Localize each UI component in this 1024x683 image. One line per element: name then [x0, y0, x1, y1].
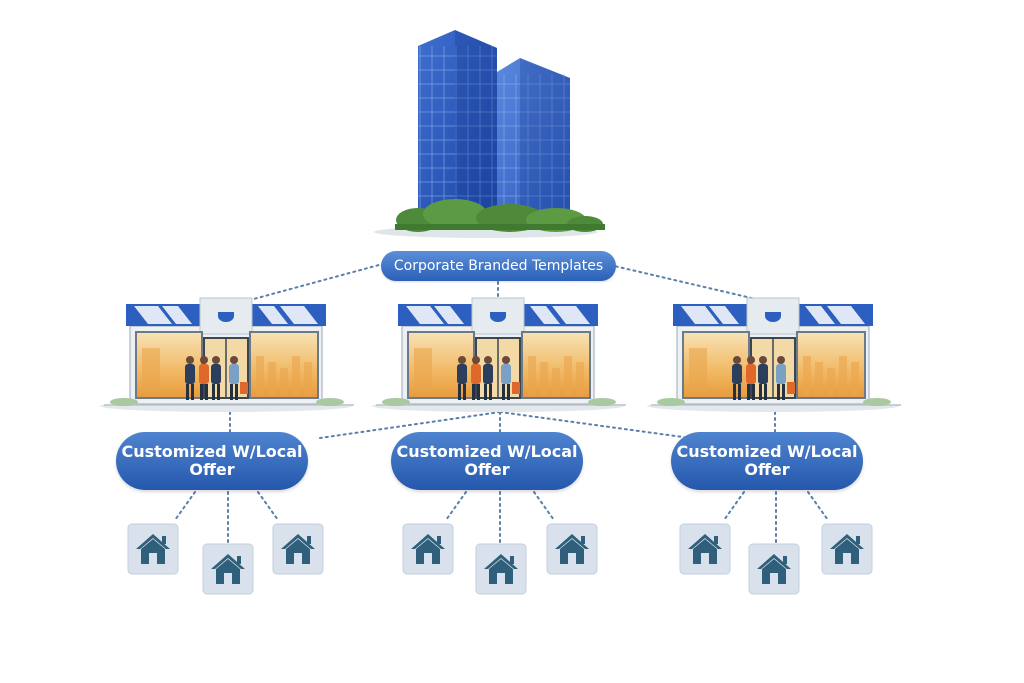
customer-figure: [472, 356, 480, 364]
customer-figure: [186, 356, 194, 364]
headquarters-icon: [374, 30, 605, 238]
customer-figure: [212, 356, 220, 364]
house-icon: [402, 523, 454, 575]
customer-figure: [458, 356, 466, 364]
customer-figure: [747, 356, 755, 364]
house-icon: [748, 543, 800, 595]
local-offer-pill-3: Customized W/Local Offer: [671, 432, 863, 490]
house-icon: [475, 543, 527, 595]
customer-figure: [484, 356, 492, 364]
customer-figure: [733, 356, 741, 364]
corporate-templates-pill: Corporate Branded Templates: [381, 251, 616, 281]
connectors: [174, 261, 829, 545]
house-icon: [272, 523, 324, 575]
storefront-icon: [372, 297, 626, 412]
house-icon: [679, 523, 731, 575]
house-icon: [821, 523, 873, 575]
customer-figure: [502, 356, 510, 364]
customer-figure: [759, 356, 767, 364]
customer-figure: [777, 356, 785, 364]
storefront-icon: [100, 297, 354, 412]
storefront-icon: [647, 297, 901, 412]
local-offer-pill-1: Customized W/Local Offer: [116, 432, 308, 490]
local-offer-pill-2: Customized W/Local Offer: [391, 432, 583, 490]
customer-figure: [200, 356, 208, 364]
house-icon: [127, 523, 179, 575]
customer-figure: [230, 356, 238, 364]
house-icon: [546, 523, 598, 575]
house-icon: [202, 543, 254, 595]
